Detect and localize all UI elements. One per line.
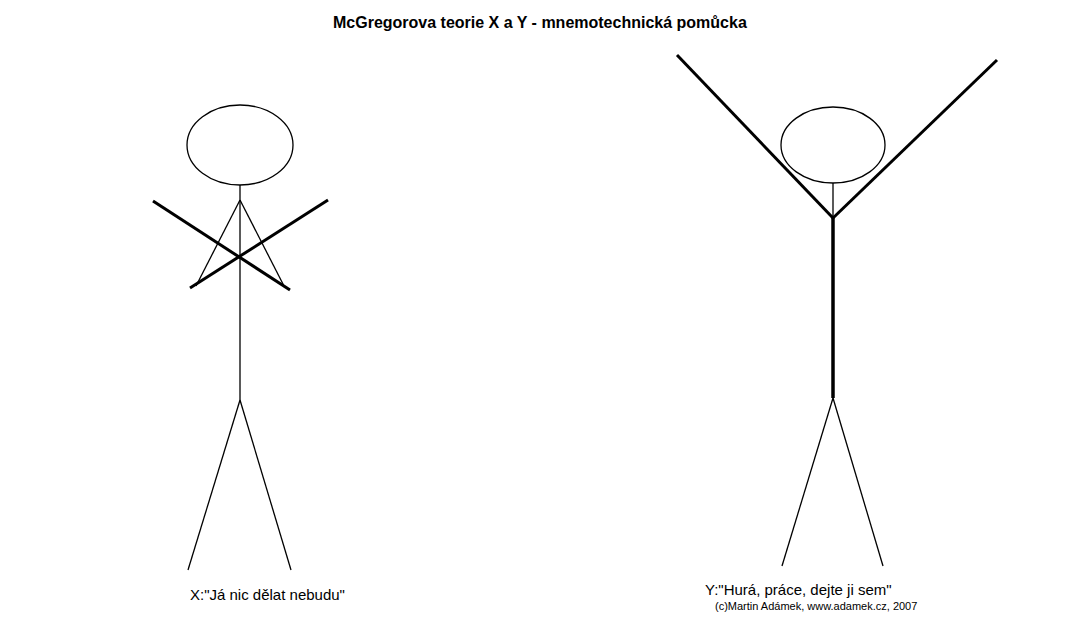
raised-arm-y — [833, 60, 997, 218]
body-x — [239, 185, 240, 400]
figure-caption: Y:"Hurá, práce, dejte ji sem" — [705, 581, 892, 598]
leg-x — [240, 400, 291, 570]
neck-y — [832, 183, 833, 218]
head-x — [187, 105, 293, 185]
body-y — [831, 218, 835, 398]
head-y — [781, 107, 885, 183]
raised-arm-y — [677, 55, 833, 218]
leg-y — [833, 398, 883, 566]
leg-x — [188, 400, 240, 570]
crossed-arm-x — [153, 201, 290, 290]
figure-caption: X:"Já nic dělat nebudu" — [190, 586, 345, 603]
copyright-note: (c)Martin Adámek, www.adamek.cz, 2007 — [715, 600, 917, 613]
diagram-title: McGregorova teorie X a Y - mnemotechnick… — [333, 14, 747, 32]
leg-y — [782, 398, 833, 566]
crossed-arm-x — [190, 200, 328, 288]
